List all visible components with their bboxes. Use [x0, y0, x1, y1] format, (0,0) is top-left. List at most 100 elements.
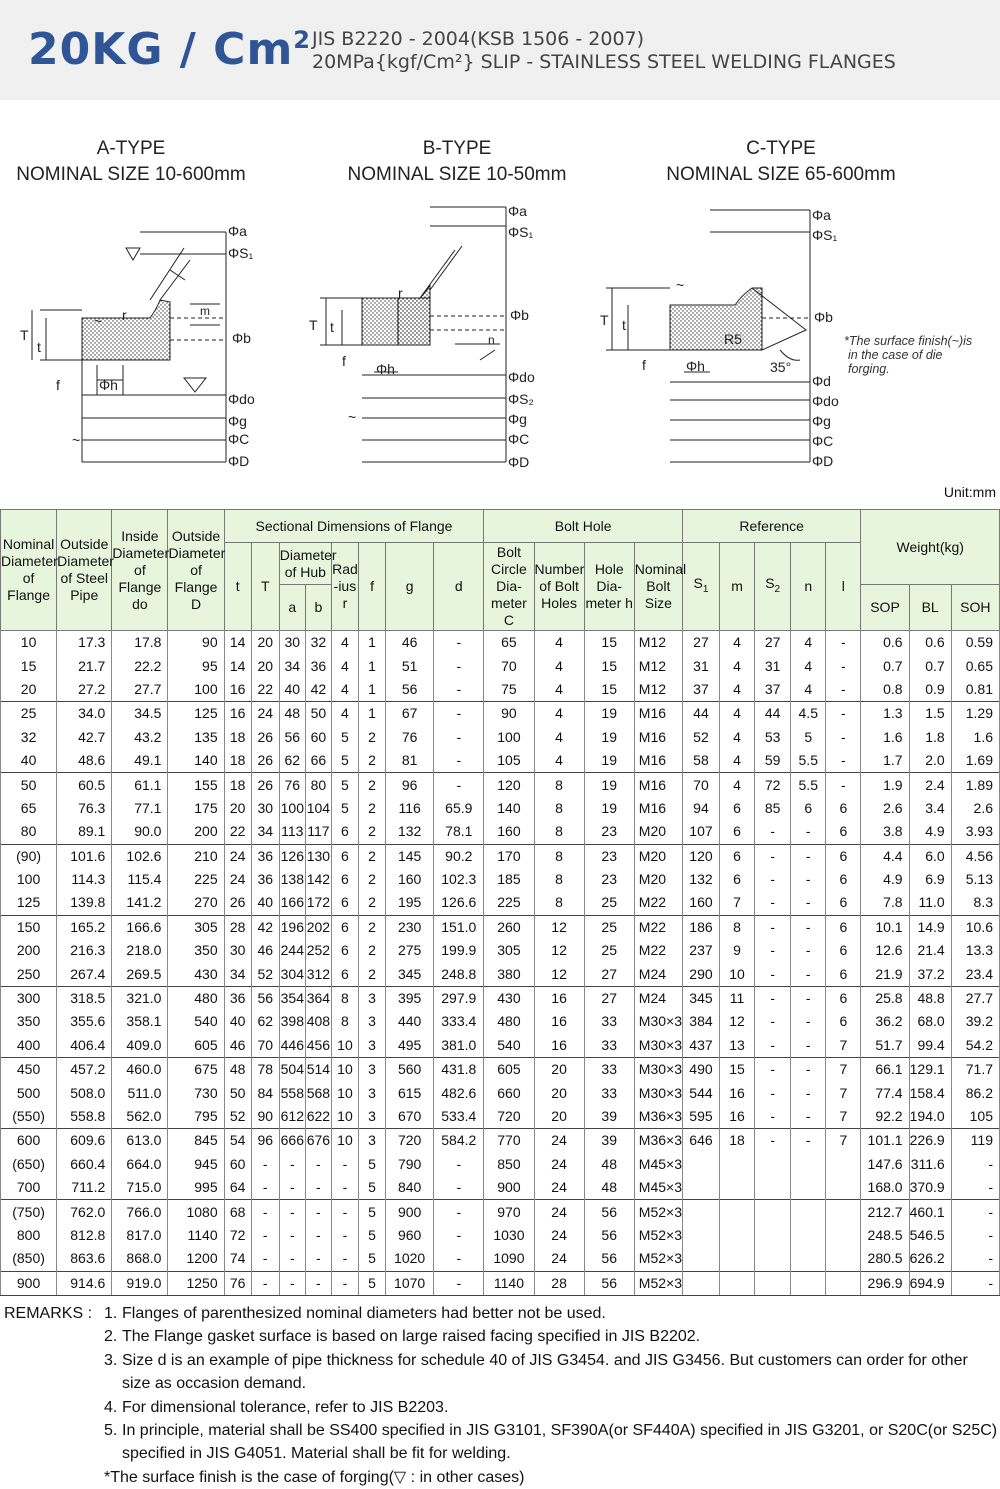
table-cell: 4 — [330, 677, 359, 702]
table-cell: - — [433, 1270, 485, 1296]
table-cell: 666 — [278, 1128, 306, 1153]
table-cell: 345 — [681, 985, 721, 1011]
remark-number: 1. — [104, 1305, 118, 1322]
table-cell — [681, 1175, 721, 1200]
table-cell: 24 — [533, 1247, 585, 1272]
table-cell: 77.4 — [860, 1081, 910, 1105]
table-cell: 151.0 — [433, 914, 485, 940]
table-cell: - — [754, 1104, 792, 1129]
table-cell: 22.2 — [111, 654, 169, 678]
table-cell: 3 — [357, 1081, 387, 1105]
table-cell — [681, 1223, 721, 1248]
type-c-drawing — [606, 209, 811, 463]
table-cell: 140 — [483, 796, 535, 821]
table-cell: 36 — [250, 867, 280, 892]
table-cell: 15 — [583, 677, 635, 702]
table-cell: 406.4 — [56, 1033, 113, 1058]
table-cell: M20 — [633, 867, 683, 892]
table-cell — [754, 1152, 792, 1176]
table-cell: 34 — [223, 962, 252, 987]
th-radius: Rad -ius r — [330, 542, 359, 631]
table-cell: 216.3 — [56, 939, 113, 963]
table-cell: 60 — [304, 725, 332, 749]
table-cell: 50 — [304, 701, 332, 726]
th-bolt-size: Nominal Bolt Size — [633, 542, 686, 631]
table-cell: 1 — [357, 701, 387, 726]
table-cell: 6 — [330, 843, 359, 868]
table-cell: 52 — [250, 962, 280, 987]
table-cell: 48 — [583, 1152, 635, 1176]
table-cell: 845 — [167, 1128, 225, 1153]
table-cell: 22 — [250, 677, 280, 702]
remark-text: For dimensional tolerance, refer to JIS … — [122, 1398, 449, 1416]
table-cell: 19 — [583, 796, 635, 821]
table-cell — [754, 1247, 792, 1272]
table-cell: 24 — [533, 1199, 585, 1224]
table-cell: - — [754, 1057, 792, 1082]
table-cell: - — [754, 1128, 792, 1153]
table-cell: 48.6 — [56, 748, 113, 773]
table-cell: 10 — [719, 962, 756, 987]
label-c-phi-h: Φh — [686, 358, 705, 374]
table-cell: 16 — [533, 1010, 585, 1034]
table-cell: 605 — [167, 1033, 225, 1058]
table-cell: 43.2 — [111, 725, 169, 749]
table-cell: - — [754, 914, 792, 940]
table-cell: 4 — [719, 772, 756, 797]
table-cell: 5 — [357, 1175, 387, 1200]
table-cell: 1090 — [483, 1247, 535, 1272]
flange-drawings: Φa ΦS₁ Φb Φdo Φg ΦC ΦD Φh T t f r m ~ ~ … — [20, 203, 972, 470]
table-cell: 39 — [583, 1128, 635, 1153]
table-cell: 76 — [278, 772, 306, 797]
remark-number: 4. — [104, 1398, 118, 1416]
label-a-phi-b: Φb — [232, 330, 251, 346]
table-cell: 92.2 — [860, 1104, 910, 1129]
table-cell: 74 — [223, 1247, 252, 1272]
table-cell: 21.7 — [56, 654, 113, 678]
table-cell: 115.4 — [111, 867, 169, 892]
table-cell: 5 — [330, 772, 359, 797]
table-cell: 1 — [357, 630, 387, 655]
table-cell: - — [790, 985, 827, 1011]
table-cell: 700 — [0, 1175, 58, 1200]
table-cell: 30 — [223, 939, 252, 963]
table-cell: 450 — [0, 1057, 58, 1082]
table-cell: 70 — [250, 1033, 280, 1058]
table-cell: - — [278, 1270, 306, 1296]
table-cell: 50 — [223, 1081, 252, 1105]
table-cell: - — [790, 962, 827, 987]
table-cell: 46 — [250, 939, 280, 963]
table-cell — [825, 1175, 862, 1200]
table-cell: 77.1 — [111, 796, 169, 821]
table-cell: 248.8 — [433, 962, 485, 987]
th-bolt-circle: Bolt Circle Dia- meter C — [483, 542, 535, 631]
table-cell: 84 — [250, 1081, 280, 1105]
table-cell: 1.3 — [860, 701, 910, 726]
table-cell: 168.0 — [860, 1175, 910, 1200]
table-cell — [754, 1199, 792, 1224]
table-cell: 40 — [223, 1010, 252, 1034]
table-cell: 612 — [278, 1104, 306, 1129]
table-cell: - — [278, 1247, 306, 1272]
table-cell: - — [433, 748, 485, 773]
table-cell: 32 — [0, 725, 58, 749]
table-cell: 225 — [167, 867, 225, 892]
table-cell: 970 — [483, 1199, 535, 1224]
table-cell: 5 — [357, 1270, 387, 1296]
table-cell: 39 — [583, 1104, 635, 1129]
table-cell: 2 — [357, 796, 387, 821]
table-cell — [790, 1199, 827, 1224]
th-f: f — [357, 542, 387, 631]
table-cell — [754, 1270, 792, 1296]
table-cell: M36×3 — [633, 1104, 683, 1129]
table-cell: 15 — [719, 1057, 756, 1082]
table-cell: 408 — [304, 1010, 332, 1034]
table-cell: 8 — [719, 914, 756, 940]
table-cell: 6 — [825, 867, 862, 892]
table-cell: 720 — [385, 1128, 435, 1153]
